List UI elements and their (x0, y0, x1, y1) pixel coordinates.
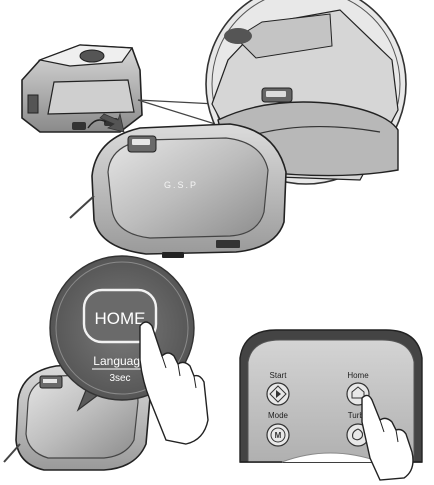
remote-start-label: Start (270, 371, 288, 380)
remote-start-button[interactable] (267, 383, 289, 405)
remote-mode-button[interactable]: M (267, 424, 289, 446)
mode-m-icon: M (275, 431, 282, 440)
charging-station (22, 45, 142, 132)
home-button-label: HOME (95, 309, 146, 328)
remote-home-label: Home (347, 371, 369, 380)
hold-duration-label: 3sec (109, 373, 130, 384)
robot-top-text: G.S.P (164, 180, 198, 190)
remote-mode-label: Mode (268, 411, 289, 420)
language-label: Language (93, 354, 147, 368)
robot-vacuum-top: G.S.P (70, 124, 286, 258)
